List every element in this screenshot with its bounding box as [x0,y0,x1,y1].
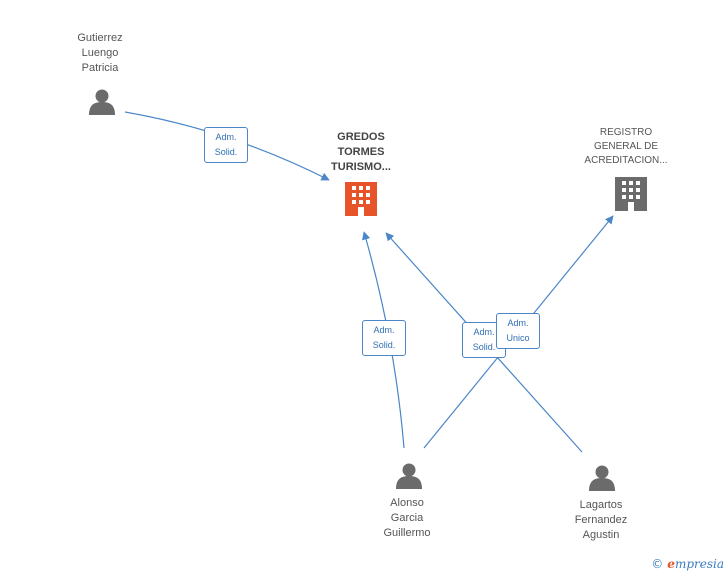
node-label-lagartos[interactable]: Lagartos Fernandez Agustin [574,499,628,541]
copyright-symbol: © [651,557,664,571]
person-icon[interactable] [589,465,615,492]
edge-label-alonso-registro[interactable]: Adm. Unico [496,313,540,349]
node-label-alonso[interactable]: Alonso Garcia Guillermo [383,497,431,539]
edge-label-alonso-gredos[interactable]: Adm. Solid. [362,320,406,356]
person-icon[interactable] [89,89,115,116]
node-label-gutierrez[interactable]: Gutierrez Luengo Patricia [77,32,123,74]
node-label-gredos[interactable]: GREDOS TORMES TURISMO... [331,131,391,173]
building-icon[interactable] [345,182,377,216]
brand-logo: ©empresia [651,557,724,571]
person-icon[interactable] [396,463,422,490]
brand-initial: e [667,557,675,571]
brand-name: mpresia [674,557,724,571]
building-icon[interactable] [615,177,647,211]
edge-label-gutierrez-gredos[interactable]: Adm. Solid. [204,127,248,163]
node-label-registro[interactable]: REGISTRO GENERAL DE ACREDITACION... [584,127,668,166]
